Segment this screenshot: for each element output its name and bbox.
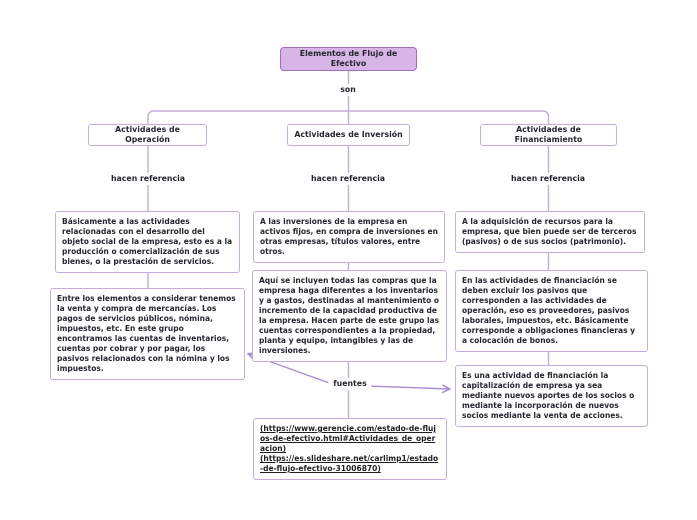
node-actividades-operacion[interactable]: Actividades de Operación [88, 124, 207, 146]
node-actividades-inversion[interactable]: Actividades de Inversión [287, 124, 410, 146]
inversion-detail-node[interactable]: Aquí se incluyen todas las compras que l… [252, 270, 447, 362]
son-connector-label: son [335, 84, 361, 96]
source-link-slideshare[interactable]: (https://es.slideshare.net/carlimp1/esta… [260, 454, 439, 473]
hacen-referencia-label-inversion: hacen referencia [305, 173, 391, 185]
financiamiento-detail-node[interactable]: En las actividades de financiación se de… [455, 270, 648, 352]
operacion-description-node[interactable]: Básicamente a las actividades relacionad… [55, 211, 240, 273]
financiamiento-description-node[interactable]: A la adquisición de recursos para la emp… [455, 211, 645, 253]
root-node[interactable]: Elementos de Flujo de Efectivo [280, 47, 417, 71]
node-actividades-financiamiento[interactable]: Actividades de Financiamiento [480, 124, 617, 146]
hacen-referencia-label-financiamiento: hacen referencia [505, 173, 591, 185]
sources-links-node[interactable]: (https://www.gerencie.com/estado-de-fluj… [253, 418, 447, 480]
source-link-gerencie[interactable]: (https://www.gerencie.com/estado-de-fluj… [260, 424, 436, 453]
arrow-to-financing-note [367, 386, 449, 389]
inversion-description-node[interactable]: A las inversiones de la empresa en activ… [253, 211, 445, 263]
fuentes-connector-label: fuentes [328, 378, 372, 390]
financing-note-node[interactable]: Es una actividad de financiación la capi… [455, 365, 648, 427]
hacen-referencia-label-operacion: hacen referencia [105, 173, 191, 185]
operacion-detail-node[interactable]: Entre los elementos a considerar tenemos… [50, 288, 245, 380]
